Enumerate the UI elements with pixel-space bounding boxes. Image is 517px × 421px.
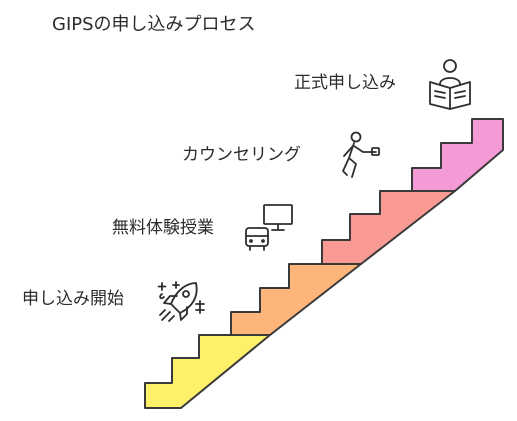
person-reading-icon — [429, 59, 471, 110]
rocket-sparkles-icon — [157, 281, 205, 322]
step-label-counseling: カウンセリング — [182, 145, 301, 165]
diagram-title: GIPSの申し込みプロセス — [52, 14, 256, 35]
running-person-icon — [342, 131, 380, 178]
stair-band-step-2 — [230, 263, 362, 336]
stair-band-step-3 — [321, 190, 456, 265]
stair-band-step-4 — [411, 118, 504, 192]
monitor-and-bus-icon — [245, 204, 293, 251]
step-label-application-start: 申し込み開始 — [22, 289, 124, 309]
stair-band-step-1 — [144, 334, 271, 409]
step-label-formal-application: 正式申し込み — [294, 73, 396, 93]
step-label-free-trial-lesson: 無料体験授業 — [112, 218, 214, 238]
